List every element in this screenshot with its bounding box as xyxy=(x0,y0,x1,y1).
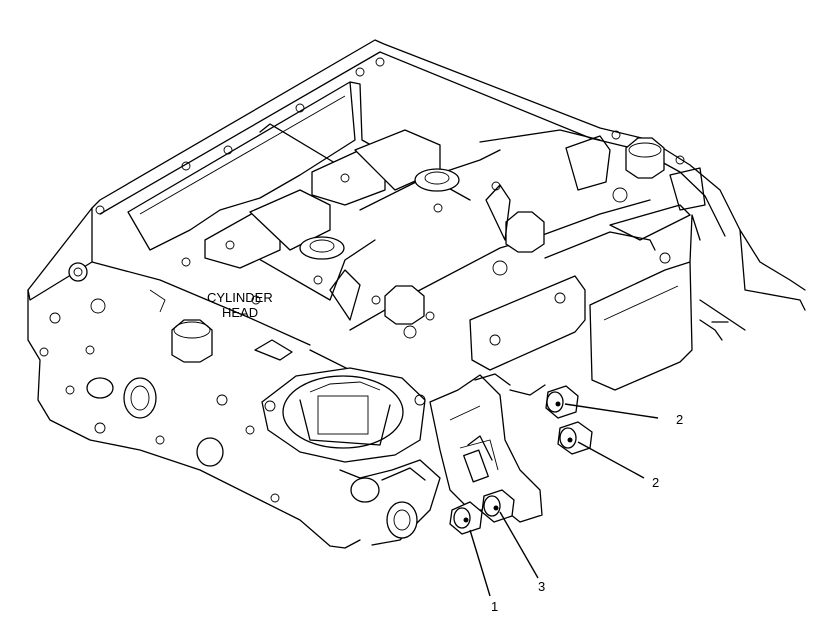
callout-2-lower: 2 xyxy=(652,475,659,490)
cylinder-head-label-line2: HEAD xyxy=(222,305,258,320)
cylinder-head-label-line1: CYLINDER xyxy=(207,290,273,305)
water-outlet-opening xyxy=(254,339,441,546)
leader-line-3 xyxy=(499,511,539,579)
leader-line-1 xyxy=(469,529,491,597)
callout-3: 3 xyxy=(538,579,545,594)
cylinder-head-body xyxy=(27,39,806,549)
cover-plates xyxy=(469,204,729,391)
rocker-arms xyxy=(171,129,706,363)
callout-1: 1 xyxy=(491,599,498,614)
leader-lines xyxy=(469,403,659,597)
line-bracket xyxy=(429,373,593,535)
callout-2-upper: 2 xyxy=(676,412,683,427)
front-face-details xyxy=(39,262,280,503)
leader-line-2b xyxy=(577,441,645,479)
leader-line-2a xyxy=(564,403,659,419)
